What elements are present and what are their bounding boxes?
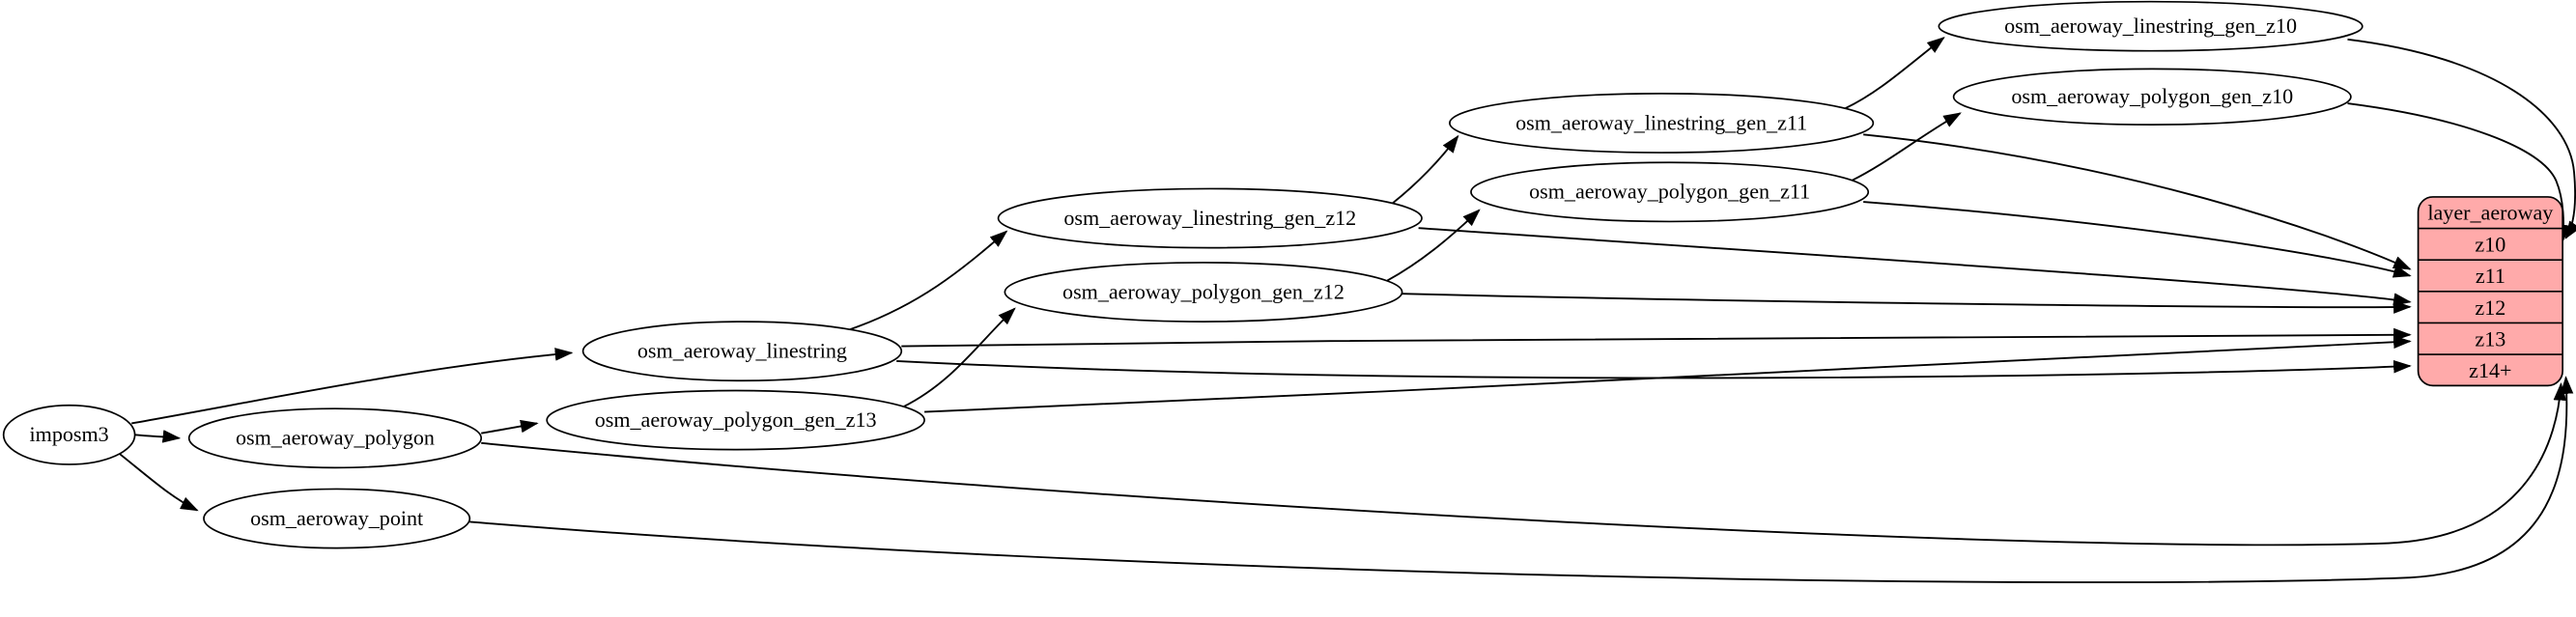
node-osm_aeroway_polygon_gen_z13: osm_aeroway_polygon_gen_z13	[546, 389, 925, 451]
edge-osm_aeroway_linestring_gen_z12-to-osm_aeroway_linestring_gen_z11	[1391, 134, 1459, 205]
layer_aeroway-row-z10: z10	[2475, 233, 2505, 257]
edge-osm_aeroway_linestring-to-layer_aeroway-z14	[896, 359, 2412, 379]
node-osm_aeroway_linestring_gen_z12-shape	[997, 187, 1423, 249]
edge-osm_aeroway_polygon_gen_z12-to-layer_aeroway-z12	[1401, 293, 2412, 314]
edge-osm_aeroway_polygon-to-layer_aeroway-z14	[481, 381, 2567, 547]
edge-osm_aeroway_polygon_gen_z12-to-osm_aeroway_polygon_gen_z11	[1386, 209, 1481, 282]
node-osm_aeroway_polygon_gen_z11: osm_aeroway_polygon_gen_z11	[1470, 161, 1870, 223]
node-layer_aeroway: layer_aeroway z10 z11 z12 z13 z14+	[2417, 196, 2563, 387]
node-osm_aeroway_linestring_gen_z11-label: osm_aeroway_linestring_gen_z11	[1515, 110, 1807, 134]
edge-imposm3-to-osm_aeroway_point	[118, 452, 199, 512]
node-osm_aeroway_linestring_gen_z11: osm_aeroway_linestring_gen_z11	[1449, 93, 1875, 154]
node-osm_aeroway_point-label: osm_aeroway_point	[250, 506, 423, 530]
node-osm_aeroway_polygon-label: osm_aeroway_polygon	[236, 426, 435, 450]
node-osm_aeroway_polygon_gen_z11-shape	[1470, 161, 1870, 223]
node-osm_aeroway_polygon_gen_z12-label: osm_aeroway_polygon_gen_z12	[1062, 279, 1345, 303]
node-osm_aeroway_linestring_gen_z12-label: osm_aeroway_linestring_gen_z12	[1063, 206, 1356, 230]
edge-osm_aeroway_linestring_gen_z10-to-layer_aeroway-z10	[2347, 38, 2576, 239]
node-osm_aeroway_polygon_gen_z10-label: osm_aeroway_polygon_gen_z10	[2011, 84, 2293, 108]
node-osm_aeroway_linestring: osm_aeroway_linestring	[581, 321, 903, 382]
node-osm_aeroway_point: osm_aeroway_point	[203, 488, 471, 549]
node-osm_aeroway_point-shape	[203, 488, 471, 549]
edge-osm_aeroway_linestring_gen_z12-to-layer_aeroway-z12	[1418, 227, 2412, 306]
edge-osm_aeroway_linestring-to-osm_aeroway_linestring_gen_z12	[848, 230, 1008, 331]
layer_aeroway-row-z12: z12	[2475, 295, 2505, 320]
node-osm_aeroway_linestring_gen_z10-label: osm_aeroway_linestring_gen_z10	[2004, 14, 2297, 38]
node-osm_aeroway_polygon-shape	[187, 407, 483, 469]
edge-osm_aeroway_polygon_gen_z11-to-layer_aeroway-z11	[1863, 201, 2412, 278]
node-osm_aeroway_linestring_gen_z12: osm_aeroway_linestring_gen_z12	[997, 187, 1423, 249]
node-osm_aeroway_linestring_gen_z10-shape	[1938, 0, 2364, 52]
node-osm_aeroway_linestring-shape	[581, 321, 903, 382]
node-osm_aeroway_linestring_gen_z11-shape	[1449, 93, 1875, 154]
edge-osm_aeroway_point-to-layer_aeroway-z14	[469, 376, 2574, 583]
edge-imposm3-to-osm_aeroway_linestring	[131, 348, 574, 425]
edge-osm_aeroway_polygon-to-osm_aeroway_polygon_gen_z13	[481, 419, 539, 435]
node-imposm3: imposm3	[2, 404, 136, 465]
edge-osm_aeroway_linestring-to-layer_aeroway-z13	[901, 327, 2412, 348]
edge-osm_aeroway_linestring_gen_z11-to-osm_aeroway_linestring_gen_z10	[1845, 37, 1945, 110]
edge-imposm3-to-osm_aeroway_polygon	[134, 430, 182, 443]
edge-osm_aeroway_polygon_gen_z13-to-layer_aeroway-z13	[924, 335, 2412, 413]
layer_aeroway-row-z13: z13	[2475, 326, 2505, 351]
node-osm_aeroway_polygon: osm_aeroway_polygon	[187, 407, 483, 469]
layer_aeroway-header: layer_aeroway	[2427, 201, 2553, 225]
node-osm_aeroway_polygon_gen_z12-shape	[1004, 262, 1403, 323]
layer_aeroway-row-z14: z14+	[2469, 358, 2511, 382]
edge-osm_aeroway_polygon_gen_z13-to-osm_aeroway_polygon_gen_z12	[902, 307, 1016, 408]
node-osm_aeroway_polygon_gen_z13-shape	[546, 389, 925, 451]
node-osm_aeroway_polygon_gen_z12: osm_aeroway_polygon_gen_z12	[1004, 262, 1403, 323]
edge-osm_aeroway_polygon_gen_z11-to-osm_aeroway_polygon_gen_z10	[1851, 112, 1962, 182]
node-osm_aeroway_polygon_gen_z10-shape	[1952, 68, 2352, 126]
node-osm_aeroway_polygon_gen_z11-label: osm_aeroway_polygon_gen_z11	[1529, 180, 1810, 204]
node-osm_aeroway_linestring_gen_z10: osm_aeroway_linestring_gen_z10	[1938, 0, 2364, 52]
node-osm_aeroway_linestring-label: osm_aeroway_linestring	[637, 338, 847, 362]
node-osm_aeroway_polygon_gen_z10: osm_aeroway_polygon_gen_z10	[1952, 68, 2352, 126]
node-imposm3-shape	[2, 404, 136, 465]
node-osm_aeroway_polygon_gen_z13-label: osm_aeroway_polygon_gen_z13	[595, 407, 877, 432]
edge-osm_aeroway_linestring_gen_z11-to-layer_aeroway-z11	[1863, 133, 2412, 270]
layer_aeroway-row-z11: z11	[2476, 264, 2505, 288]
node-imposm3-label: imposm3	[30, 422, 109, 446]
